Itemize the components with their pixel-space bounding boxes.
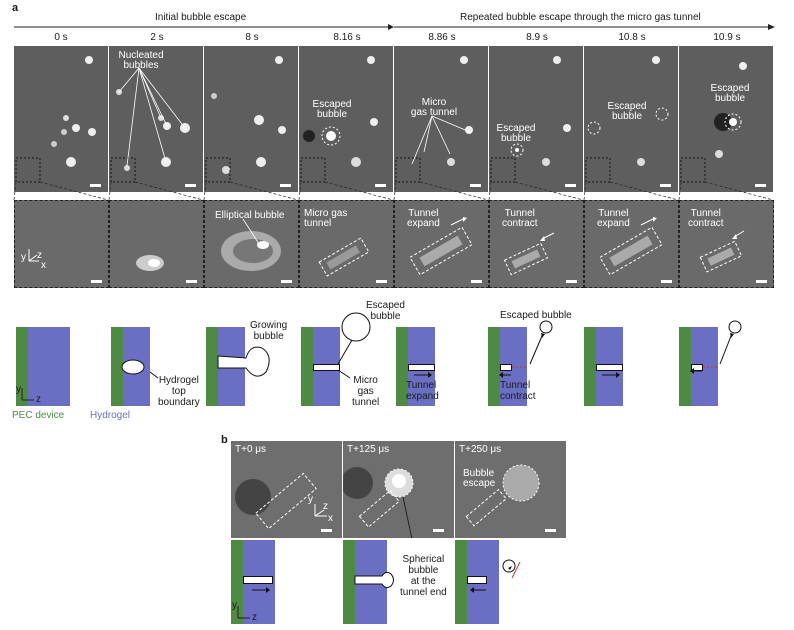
growing-bubble-label: Growing bubble — [250, 320, 288, 342]
tunnel-b3 — [467, 576, 487, 584]
elliptical-bubble-label: Elliptical bubble — [215, 210, 285, 221]
escaped-bubble-label-2: Escaped bubble — [496, 123, 536, 144]
time-b-1: T+0 μs — [235, 444, 267, 455]
tunnel-7 — [596, 364, 623, 371]
panel-a-label: a — [12, 2, 19, 14]
tunnel-expand-schematic-label: Tunnel expand — [406, 380, 439, 402]
time-label-1: 0 s — [54, 32, 68, 43]
time-label-2: 2 s — [150, 32, 164, 43]
pec-layer-4 — [301, 327, 313, 406]
tunnel-6 — [500, 364, 512, 371]
micro-gas-tunnel-zoom-label: Micro gas tunnel — [304, 208, 348, 229]
zoom-frame-4: Micro gas tunnel — [299, 200, 394, 288]
phase1-title: Initial bubble escape — [155, 12, 247, 23]
time-b-3: T+250 μs — [459, 444, 502, 455]
axis-z-label: z — [37, 250, 42, 261]
micrograph-frame-2: Nucleated bubbles — [109, 46, 203, 192]
pec-layer-2 — [111, 327, 123, 406]
tunnel-expand-label-2: Tunnel expand — [597, 208, 630, 229]
micrograph-frame-8: Escaped bubble — [679, 46, 773, 192]
pec-layer-7 — [584, 327, 596, 406]
tunnel-contract-label-2: Tunnel contract — [688, 208, 724, 229]
panel-b-axis-y: y — [308, 494, 313, 505]
time-b-2: T+125 μs — [347, 444, 390, 455]
zoom-frame-3: Elliptical bubble — [204, 200, 299, 288]
escaped-bubble-schematic-label-2: Escaped bubble — [500, 310, 572, 321]
time-label-8: 10.9 s — [713, 32, 741, 43]
micrograph-frame-6: Escaped bubble — [489, 46, 583, 192]
micrograph-frame-7: Escaped bubble — [584, 46, 678, 192]
pec-layer-5 — [396, 327, 408, 406]
phase2-title: Repeated bubble escape through the micro… — [460, 12, 701, 23]
micro-gas-tunnel-schematic-label: Micro gas tunnel — [352, 375, 380, 408]
escaped-bubble-label-3: Escaped bubble — [607, 101, 647, 122]
pec-layer-b1 — [231, 540, 243, 624]
pec-layer-3 — [206, 327, 218, 406]
schematic-axis-y: y — [16, 384, 21, 395]
nucleated-bubbles-label: Nucleated bubbles — [118, 50, 164, 71]
escaped-bubble-label-1: Escaped bubble — [312, 99, 352, 120]
tunnel-b1 — [243, 576, 273, 584]
hydrogel-boundary-label: Hydrogel top boundary — [158, 375, 200, 408]
zoom-frame-1: y z x — [14, 200, 109, 288]
micrograph-frame-5: Micro gas tunnel — [394, 46, 488, 192]
pec-device-label: PEC device — [12, 410, 65, 421]
micrograph-frame-4: Escaped bubble — [299, 46, 393, 192]
pec-layer-b2 — [343, 540, 355, 624]
spherical-bubble-label: Spherical bubble at the tunnel end — [400, 554, 447, 598]
panel-b-axis-z: z — [323, 501, 328, 512]
pec-layer-1 — [16, 327, 28, 406]
panel-b-frame-3: T+250 μs Bubble escape — [455, 441, 566, 538]
tunnel-contract-schematic-label: Tunnel contract — [500, 380, 536, 402]
hydrogel-layer-1 — [28, 327, 70, 406]
axis-y-label: y — [21, 252, 26, 263]
pec-layer-6 — [488, 327, 500, 406]
schematic-b-axis-y: y — [232, 600, 237, 611]
micrograph-frame-3 — [204, 46, 298, 192]
zoom-frame-8: Tunnel contract — [679, 200, 774, 288]
tunnel-contract-label-1: Tunnel contract — [502, 208, 538, 229]
zoom-frame-7: Tunnel expand — [584, 200, 679, 288]
panel-b-axis-x: x — [328, 513, 333, 524]
time-label-3: 8 s — [245, 32, 259, 43]
schematic-axis-z: z — [36, 394, 41, 405]
micro-gas-tunnel-label: Micro gas tunnel — [410, 97, 458, 118]
bubble-escape-label: Bubble escape — [463, 468, 496, 489]
schematic-b-axis-z: z — [252, 612, 257, 623]
panel-b-label: b — [221, 434, 228, 446]
time-label-5: 8.86 s — [428, 32, 456, 43]
pec-layer-b3 — [455, 540, 467, 624]
tunnel-expand-label-1: Tunnel expand — [407, 208, 440, 229]
zoom-frame-5: Tunnel expand — [394, 200, 489, 288]
axis-x-label: x — [41, 260, 46, 271]
tunnel-4 — [313, 364, 340, 371]
pec-layer-8 — [679, 327, 691, 406]
tunnel-5 — [408, 364, 435, 371]
micrograph-frame-1 — [14, 46, 108, 192]
zoom-frame-6: Tunnel contract — [489, 200, 584, 288]
zoom-frame-2 — [109, 200, 204, 288]
panel-b-frame-2: T+125 μs — [343, 441, 454, 538]
hydrogel-label: Hydrogel — [90, 410, 131, 421]
panel-b-frame-1: T+0 μs — [231, 441, 342, 538]
time-label-6: 8.9 s — [526, 32, 548, 43]
escaped-bubble-label-4: Escaped bubble — [710, 83, 750, 104]
time-label-7: 10.8 s — [618, 32, 646, 43]
escaped-bubble-schematic-label: Escaped bubble — [366, 300, 405, 322]
time-label-4: 8.16 s — [333, 32, 361, 43]
